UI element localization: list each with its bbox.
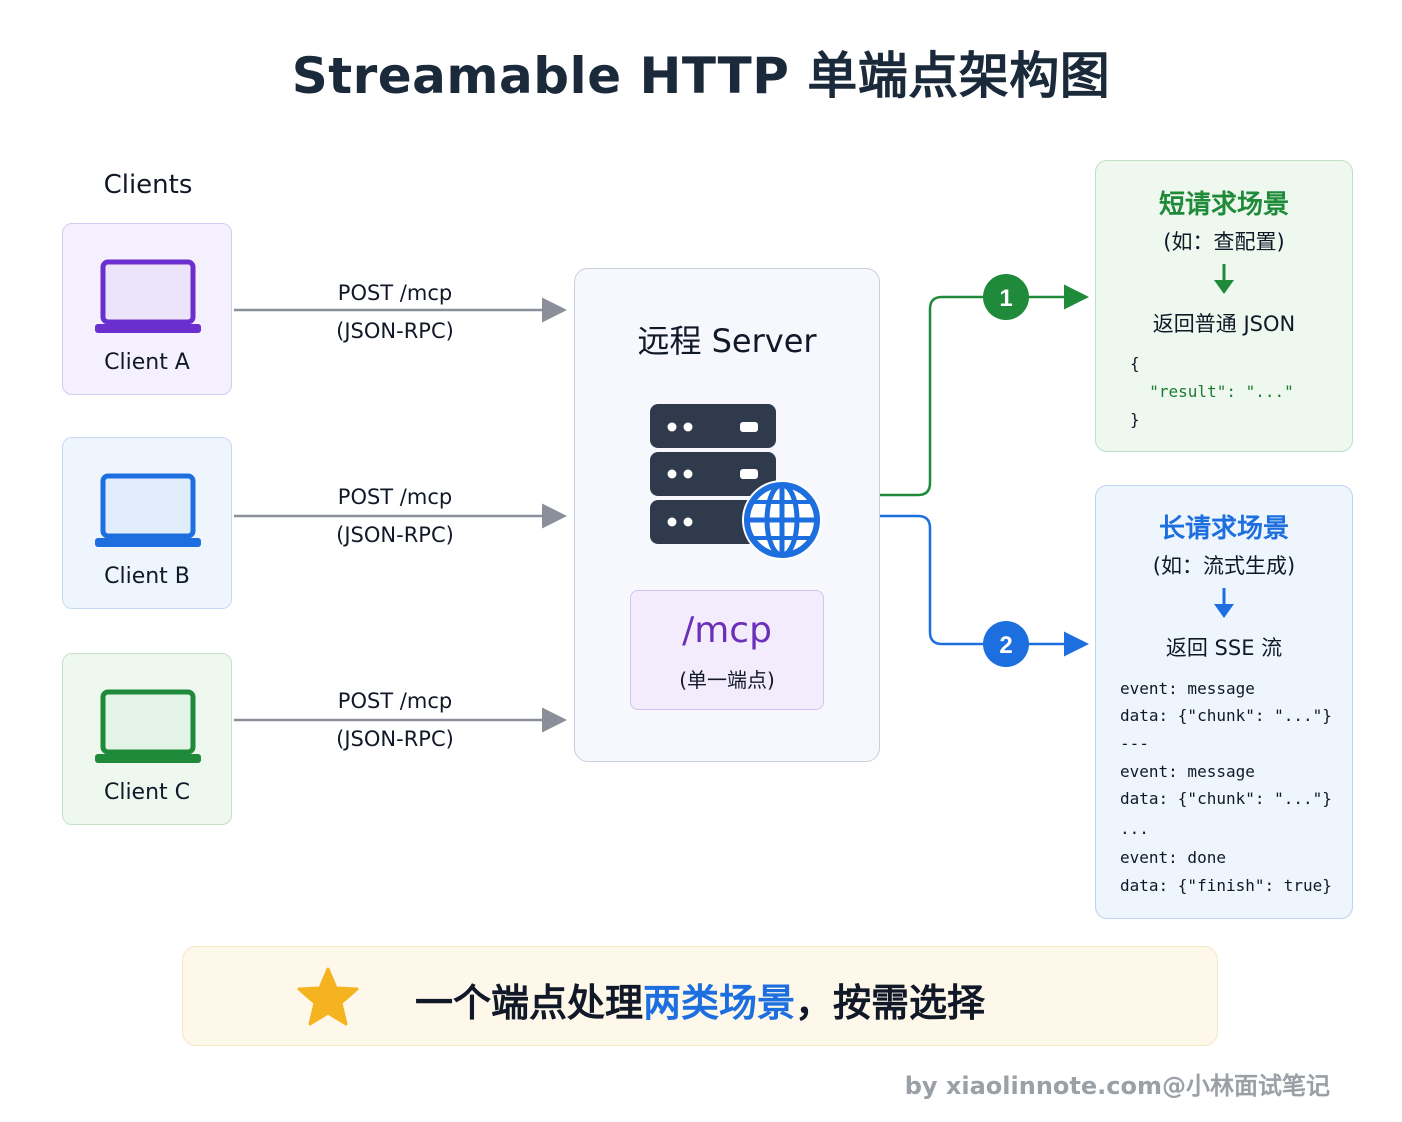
server-title: 远程 Server [637,322,817,360]
endpoint-note: (单一端点) [679,668,775,692]
code-line: { [1130,354,1140,373]
banner-text-before: 一个端点处理 [415,981,644,1025]
summary-banner [182,946,1218,1046]
short-scenario-return: 返回普通 JSON [1152,312,1296,336]
star-icon [297,967,359,1026]
code-line: event: message [1120,679,1255,698]
clients-heading: Clients [103,170,193,200]
arrow-down-icon [1214,264,1234,294]
footer-credit: by xiaolinnote.com@小林面试笔记 [904,1072,1330,1100]
edge-method: POST /mcp [337,485,453,509]
edge-label-c: POST /mcp (JSON-RPC) [300,682,490,758]
banner-text-after: ，按需选择 [795,981,986,1025]
route-badge-1: 1 [983,274,1029,320]
edge-label-a: POST /mcp (JSON-RPC) [300,274,490,350]
edge-label-b: POST /mcp (JSON-RPC) [300,478,490,554]
endpoint-box [630,590,824,710]
code-line: data: {"chunk": "..."} [1120,706,1332,725]
short-scenario-title: 短请求场景 [1158,190,1289,220]
edge-method: POST /mcp [337,689,453,713]
route-badge-2: 2 [983,621,1029,667]
edge-method: POST /mcp [337,281,453,305]
edge-protocol: (JSON-RPC) [336,319,454,343]
long-scenario-title: 长请求场景 [1158,514,1289,544]
laptop-icon [95,259,201,333]
laptop-icon [95,473,201,547]
client-card-b: Client B [62,437,232,609]
client-label: Client B [104,564,190,589]
client-label: Client C [103,780,191,805]
code-line: --- [1120,734,1149,753]
edge-protocol: (JSON-RPC) [336,523,454,547]
code-line: data: {"chunk": "..."} [1120,789,1332,808]
short-scenario-subtitle: (如：查配置) [1163,230,1285,254]
banner-text-highlight: 两类场景 [643,981,796,1025]
route-line-1 [880,284,1089,497]
laptop-icon [95,689,201,763]
server-globe-icon [650,404,822,560]
code-line: event: done [1120,848,1226,867]
code-line: } [1130,410,1140,429]
client-label: Client A [104,350,190,375]
code-line: "result": "..." [1130,382,1294,401]
code-line: data: {"finish": true} [1120,876,1332,895]
client-card-c: Client C [62,653,232,825]
svg-text:1: 1 [999,285,1012,312]
code-line: ... [1120,819,1149,838]
route-line-2 [880,514,1089,657]
svg-text:2: 2 [999,632,1012,659]
arrow-down-icon [1214,588,1234,618]
client-card-a: Client A [62,223,232,395]
long-scenario-box [1095,485,1353,919]
code-line: event: message [1120,762,1255,781]
short-scenario-box [1095,160,1353,452]
banner-text: 一个端点处理两类场景，按需选择 [415,972,985,1027]
endpoint-path: /mcp [682,610,772,651]
long-scenario-return: 返回 SSE 流 [1165,636,1283,660]
diagram-title: Streamable HTTP 单端点架构图 [291,47,1111,105]
long-scenario-subtitle: (如：流式生成) [1152,554,1296,578]
edge-protocol: (JSON-RPC) [336,727,454,751]
